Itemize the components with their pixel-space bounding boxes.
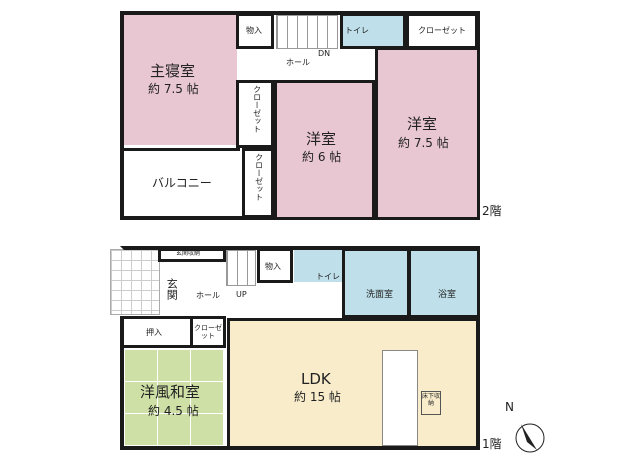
storage-1f-label: 物入 (265, 262, 281, 271)
entrance-porch (110, 249, 160, 315)
western-room-2-size: 約 7.5 帖 (398, 136, 449, 150)
western-room-2 (375, 47, 480, 220)
storage-2f (236, 13, 274, 49)
closet-a-2f (236, 80, 274, 148)
master-bedroom-name: 主寝室 (150, 62, 196, 80)
western-room-1-name: 洋室 (306, 130, 337, 148)
kitchen-counter (382, 350, 418, 446)
closet-1f (190, 316, 226, 348)
west-wall (120, 318, 124, 450)
entrance-label: 玄関 (165, 278, 179, 300)
japanese-room-size: 約 4.5 帖 (148, 404, 199, 418)
staircase-1f (226, 250, 256, 286)
closet-1f-label: クローゼット (194, 324, 222, 341)
underfloor-storage-label: 床下収納 (422, 393, 441, 408)
closet-top-label: クローゼット (418, 26, 466, 35)
closet-b-2f (242, 148, 274, 218)
bathroom (408, 248, 480, 318)
dn-label: DN (318, 49, 331, 58)
ldk (227, 318, 476, 446)
storage-1f (257, 248, 293, 283)
floor2-label: 2階 (482, 204, 502, 218)
up-label: UP (236, 290, 247, 299)
hall-2f-label: ホール (286, 58, 310, 67)
entrance-storage-label: 玄関収納 (176, 250, 201, 257)
oshiire-label: 押入 (146, 328, 162, 337)
entrance-storage (158, 248, 226, 262)
floor1-outline (120, 246, 480, 450)
ldk-size: 約 15 帖 (294, 390, 341, 404)
underfloor-storage (421, 391, 441, 415)
toilet-1f-label: トイレ (316, 272, 340, 281)
balcony (122, 148, 240, 218)
staircase-2f (276, 15, 338, 49)
storage-2f-label: 物入 (246, 26, 262, 35)
bathroom-label: 浴室 (438, 290, 457, 300)
japanese-room-name: 洋風和室 (140, 383, 201, 401)
washroom (342, 248, 410, 318)
japanese-room (124, 349, 224, 446)
balcony-label: バルコニー (152, 176, 212, 190)
washroom-label: 洗面室 (366, 290, 394, 300)
master-bedroom (124, 15, 237, 145)
ldk-name: LDK (301, 370, 331, 388)
toilet-2f-label: トイレ (345, 26, 369, 35)
floor1-label: 1階 (482, 437, 502, 451)
closet-b-label: クローゼット (254, 153, 264, 201)
master-bedroom-size: 約 7.5 帖 (148, 82, 199, 96)
toilet-1f (294, 250, 342, 282)
western-room-2-name: 洋室 (407, 115, 438, 133)
closet-a-label: クローゼット (252, 85, 262, 133)
toilet-2f (340, 13, 406, 49)
hall-1f-label: ホール (196, 291, 220, 300)
compass-label: N (505, 400, 514, 414)
western-room-1-size: 約 6 帖 (302, 150, 342, 164)
western-room-1 (274, 80, 375, 220)
north-compass-icon (515, 423, 545, 453)
